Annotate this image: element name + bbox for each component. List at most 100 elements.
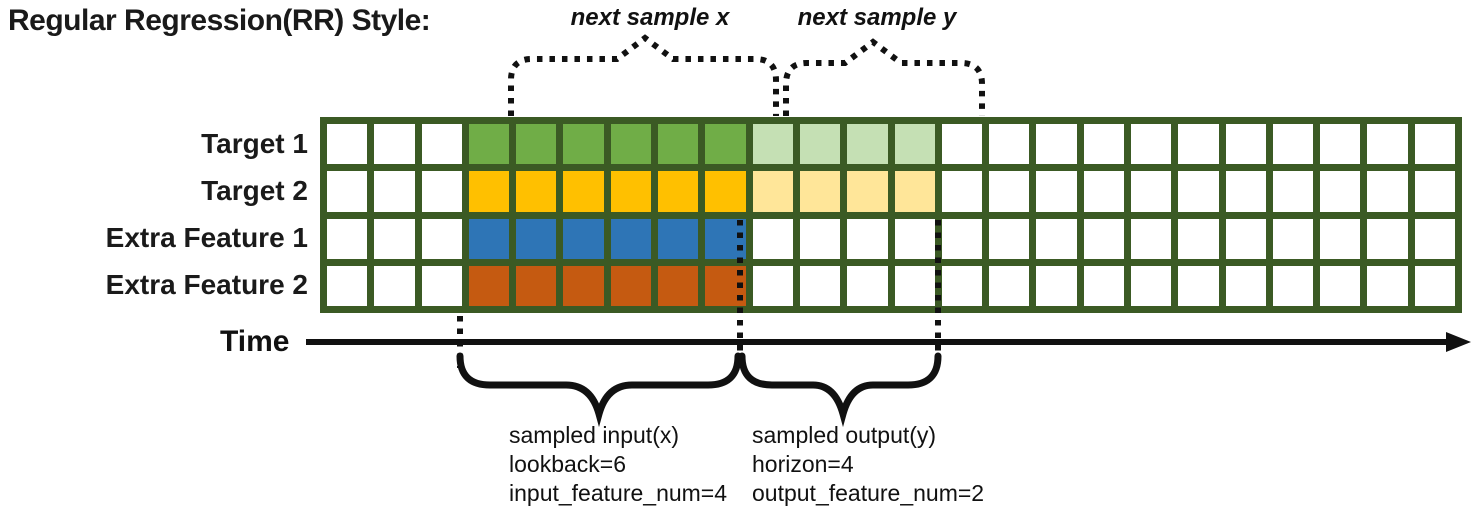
grid-cell	[1036, 124, 1077, 165]
grid-cell	[799, 265, 841, 306]
grid-cell	[658, 171, 699, 212]
grid-cell	[752, 265, 793, 306]
grid-cell	[1178, 171, 1219, 212]
grid-cell	[374, 265, 415, 306]
grid-cell	[1272, 124, 1314, 165]
grid-cell	[705, 171, 746, 212]
grid-cell	[752, 124, 793, 165]
grid-cell	[327, 218, 368, 259]
grid-cell	[1130, 124, 1172, 165]
grid-cell	[894, 218, 935, 259]
grid-cell	[1367, 265, 1408, 306]
grid-cell	[1320, 171, 1361, 212]
grid-cell	[421, 218, 462, 259]
grid-cell	[1083, 218, 1124, 259]
time-axis-label: Time	[220, 325, 290, 358]
grid-cell	[1272, 265, 1314, 306]
grid-cell	[1083, 124, 1124, 165]
next-sample-x-brace	[508, 34, 779, 116]
grid-cell	[1225, 171, 1266, 212]
grid-cell	[1414, 218, 1455, 259]
grid-cell	[989, 265, 1030, 306]
grid-cell	[610, 171, 652, 212]
row-label: Target 2	[201, 175, 308, 206]
row-label: Target 1	[201, 128, 308, 159]
grid-cell	[610, 265, 652, 306]
grid-cell	[847, 124, 888, 165]
grid-cell	[1320, 218, 1361, 259]
grid-cell	[705, 218, 746, 259]
grid-cell	[799, 171, 841, 212]
grid-cell	[752, 171, 793, 212]
grid-cell	[941, 218, 983, 259]
grid-cell	[516, 124, 557, 165]
next-sample-y-brace	[783, 38, 985, 116]
grid-cell	[989, 124, 1030, 165]
sampled-output-caption: sampled output(y) horizon=4 output_featu…	[752, 421, 984, 508]
grid-cell	[799, 124, 841, 165]
sampled-output-brace	[738, 352, 942, 428]
grid-cell	[941, 124, 983, 165]
input-feature-num-value: input_feature_num=4	[509, 480, 728, 506]
grid-cell	[516, 265, 557, 306]
time-axis-arrowhead	[1446, 332, 1471, 352]
row-label: Extra Feature 1	[105, 222, 308, 253]
grid-cell	[658, 124, 699, 165]
grid-cell	[468, 124, 510, 165]
grid-cell	[1414, 171, 1455, 212]
grid-cell	[1178, 265, 1219, 306]
grid-cell	[563, 218, 604, 259]
grid-cell	[1225, 218, 1266, 259]
sampled-input-title: sampled input(x)	[509, 422, 680, 448]
grid-cell	[1178, 124, 1219, 165]
grid-cell	[1367, 218, 1408, 259]
grid-cell	[1320, 124, 1361, 165]
grid-cell	[705, 124, 746, 165]
output-feature-num-value: output_feature_num=2	[752, 480, 985, 506]
grid-cell	[799, 218, 841, 259]
grid-cell	[468, 218, 510, 259]
grid-cell	[894, 171, 935, 212]
grid-cell	[894, 124, 935, 165]
grid-cell	[374, 218, 415, 259]
grid-cell	[1367, 171, 1408, 212]
grid-cell	[610, 124, 652, 165]
grid-cell	[705, 265, 746, 306]
grid-cell	[752, 218, 793, 259]
grid-cell	[1320, 265, 1361, 306]
grid-cell	[1036, 265, 1077, 306]
grid-cell	[1367, 124, 1408, 165]
timeseries-grid	[320, 117, 1462, 313]
grid-cell	[421, 171, 462, 212]
grid-cell	[327, 171, 368, 212]
grid-cell	[516, 218, 557, 259]
grid-cell	[610, 218, 652, 259]
grid-cell	[658, 218, 699, 259]
grid-cell	[1130, 218, 1172, 259]
grid-cell	[1414, 124, 1455, 165]
grid-cell	[327, 265, 368, 306]
sampled-input-brace	[456, 352, 742, 428]
grid-cell	[421, 265, 462, 306]
grid-cell	[989, 218, 1030, 259]
grid-cell	[468, 171, 510, 212]
grid-cell	[1036, 171, 1077, 212]
grid-cell	[1225, 265, 1266, 306]
grid-cell	[1225, 124, 1266, 165]
grid-cell	[658, 265, 699, 306]
grid-cell	[847, 265, 888, 306]
grid-cell	[327, 124, 368, 165]
grid-cell	[1036, 218, 1077, 259]
grid-cell	[563, 171, 604, 212]
grid-cell	[421, 124, 462, 165]
grid-cell	[374, 171, 415, 212]
grid-cell	[1414, 265, 1455, 306]
grid-cell	[1083, 265, 1124, 306]
grid-cell	[1130, 265, 1172, 306]
grid-cell	[989, 171, 1030, 212]
grid-cell	[1130, 171, 1172, 212]
grid-cell	[847, 218, 888, 259]
next-sample-x-label: next sample x	[570, 4, 730, 31]
grid-cell	[563, 265, 604, 306]
